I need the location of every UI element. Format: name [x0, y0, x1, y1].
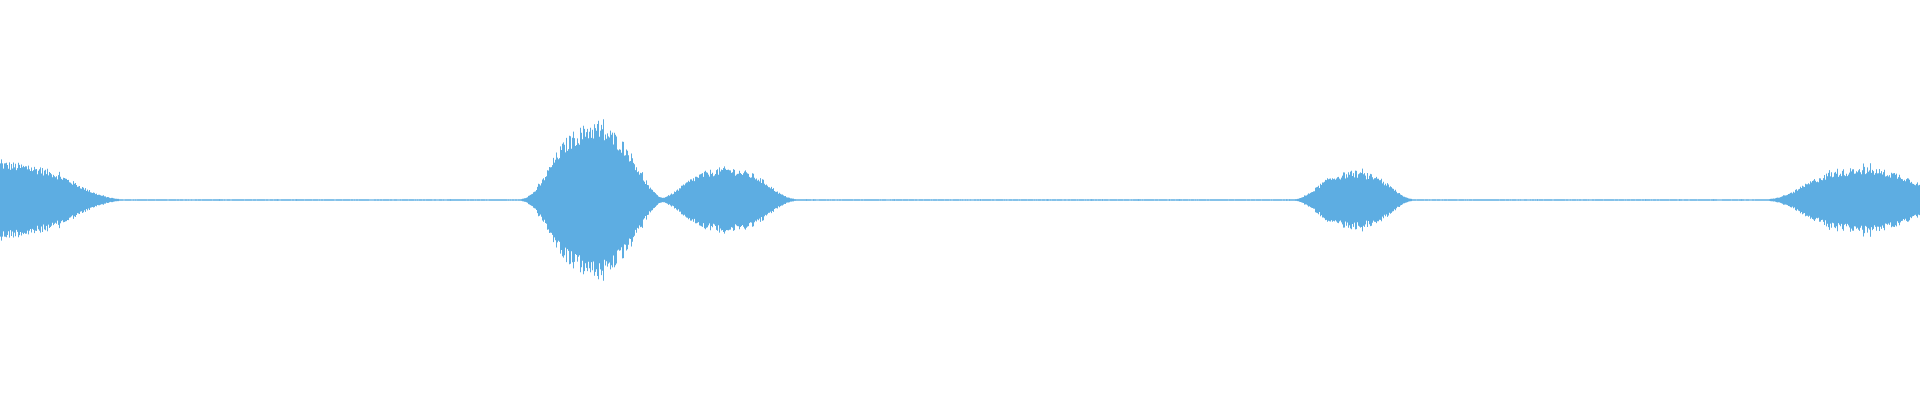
waveform-bars: [0, 119, 1920, 281]
waveform-trace: [0, 119, 1920, 281]
